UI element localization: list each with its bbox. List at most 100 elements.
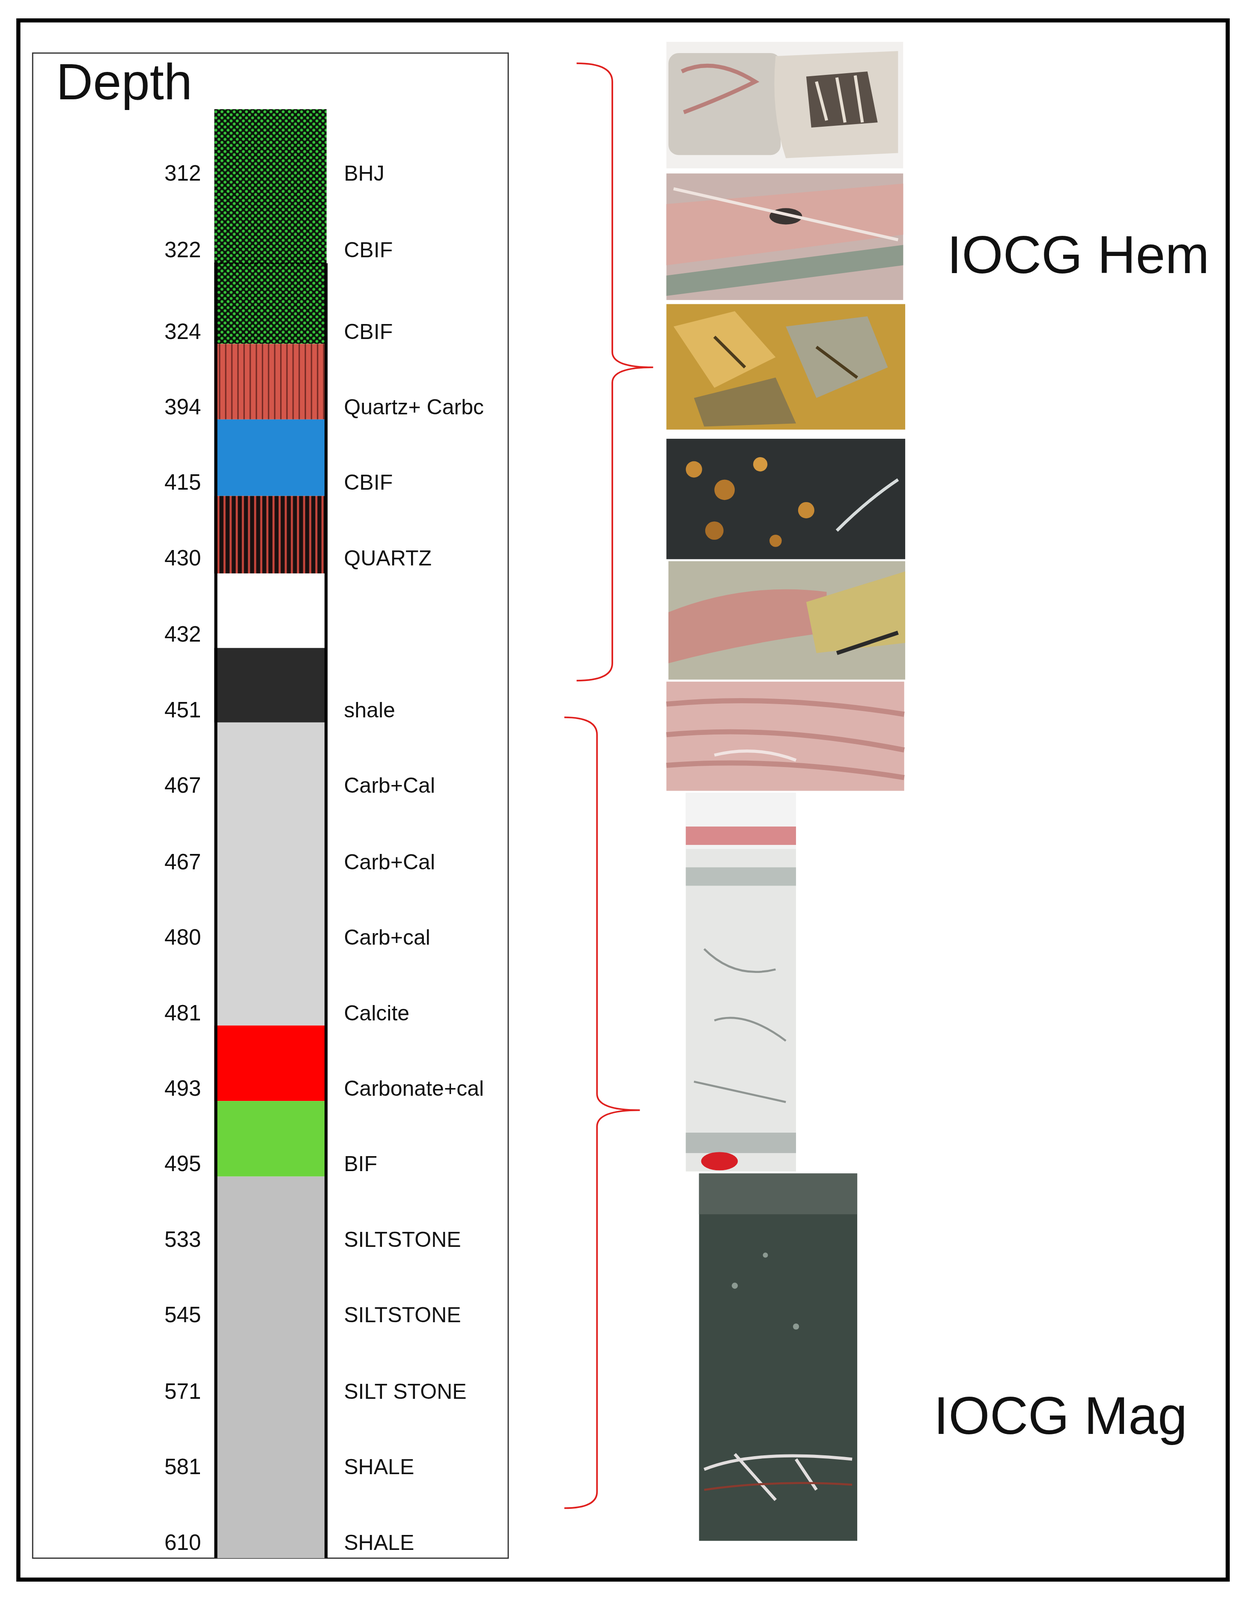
depth-value: 432	[164, 623, 201, 646]
lithology-name: SILTSTONE	[343, 1229, 461, 1251]
core-grain	[763, 1252, 769, 1258]
photo-ground	[685, 792, 796, 1172]
core-photo	[666, 173, 904, 301]
lithology-name: BIF	[343, 1153, 378, 1175]
depth-value: 467	[164, 851, 201, 874]
core-grain	[694, 377, 796, 427]
depth-value: 495	[164, 1153, 201, 1176]
core-grain	[731, 1283, 738, 1290]
column-border	[214, 263, 218, 1559]
depth-value: 545	[164, 1304, 201, 1327]
photo-ground	[666, 304, 906, 430]
striped-band	[214, 496, 327, 574]
core-photo	[685, 792, 796, 1172]
column-border	[324, 263, 328, 1559]
core-band	[685, 792, 796, 850]
depth-value: 415	[164, 471, 201, 494]
lithology-name: QUARTZ	[343, 547, 432, 570]
zone-label: IOCG Mag	[933, 1389, 1188, 1443]
curly-bracket	[576, 63, 654, 681]
depth-value: 430	[164, 547, 201, 570]
core-band	[806, 571, 906, 654]
core-vein	[714, 751, 796, 761]
core-vein	[704, 1454, 853, 1501]
core-grain	[792, 1323, 799, 1330]
dotted-band	[214, 109, 327, 344]
core-grain	[705, 521, 724, 540]
depth-value: 322	[164, 238, 201, 261]
core-band	[668, 589, 827, 664]
depth-value: 312	[164, 162, 201, 185]
lithology-name: Carb+Cal	[343, 775, 436, 797]
core-vein	[836, 479, 898, 531]
core-vein	[681, 65, 756, 113]
core-band	[666, 244, 904, 296]
photo-ground	[666, 681, 904, 791]
lithology-name: Carb+cal	[343, 927, 431, 949]
green-band	[214, 1101, 327, 1177]
depth-value: 324	[164, 320, 201, 343]
striped-band	[214, 343, 327, 420]
light-grey-band	[214, 722, 327, 1026]
lithology-name: BHJ	[343, 162, 385, 185]
lithology-name: CBIF	[343, 321, 393, 343]
curly-bracket	[564, 717, 640, 1509]
lithology-name: SILTSTONE	[343, 1304, 461, 1327]
depth-value: 493	[164, 1077, 201, 1100]
white-band	[214, 573, 327, 649]
depth-value: 610	[164, 1532, 201, 1554]
red-band	[214, 1025, 327, 1102]
core-grain	[753, 457, 768, 472]
core-photo	[666, 304, 906, 430]
zone-label: IOCG Hem	[947, 228, 1210, 282]
core-grain	[714, 479, 735, 501]
core-cap	[700, 1152, 738, 1171]
lithology-name: Carbonate+cal	[343, 1078, 484, 1100]
core-piece	[774, 50, 898, 158]
column-border	[214, 262, 327, 265]
core-band	[699, 1174, 858, 1215]
lithology-name: SILT STONE	[343, 1381, 467, 1403]
core-grain	[685, 461, 703, 478]
lithology-name: SHALE	[343, 1456, 415, 1479]
depth-value: 581	[164, 1456, 201, 1479]
photo-ground	[699, 1174, 858, 1542]
core-band	[666, 700, 904, 778]
lithology-name: Calcite	[343, 1002, 410, 1025]
core-grain	[673, 311, 776, 388]
core-photo	[699, 1174, 858, 1542]
core-grain	[785, 316, 888, 399]
core-grain	[798, 502, 815, 519]
photo-ground	[666, 438, 906, 560]
depth-value: 467	[164, 775, 201, 797]
depth-value: 480	[164, 927, 201, 949]
dark-band	[214, 648, 327, 723]
grey-band	[214, 1177, 327, 1559]
outer-frame	[18, 20, 1228, 1581]
photo-ground	[668, 561, 906, 680]
lithology-name: Carb+Cal	[343, 851, 436, 874]
column-heading: Depth	[56, 56, 193, 108]
core-vein	[673, 188, 898, 240]
core-piece	[668, 53, 781, 156]
core-cavity	[806, 71, 878, 128]
photo-ground	[666, 173, 904, 301]
depth-value: 571	[164, 1380, 201, 1403]
core-photo	[666, 681, 904, 791]
log-frame	[32, 53, 509, 1559]
lithology-name: Quartz+ Carbc	[343, 396, 484, 418]
core-photo	[668, 561, 906, 680]
photo-ground	[666, 41, 904, 169]
lithology-name: shale	[343, 699, 396, 722]
depth-value: 481	[164, 1002, 201, 1025]
core-grain	[769, 534, 782, 548]
lithology-name: CBIF	[343, 239, 393, 261]
depth-value: 394	[164, 396, 201, 418]
depth-value: 533	[164, 1228, 201, 1251]
core-vein	[694, 949, 787, 1103]
core-band	[685, 1132, 796, 1154]
depth-value: 451	[164, 699, 201, 722]
core-photo	[666, 41, 904, 169]
lithology-name: CBIF	[343, 471, 393, 494]
